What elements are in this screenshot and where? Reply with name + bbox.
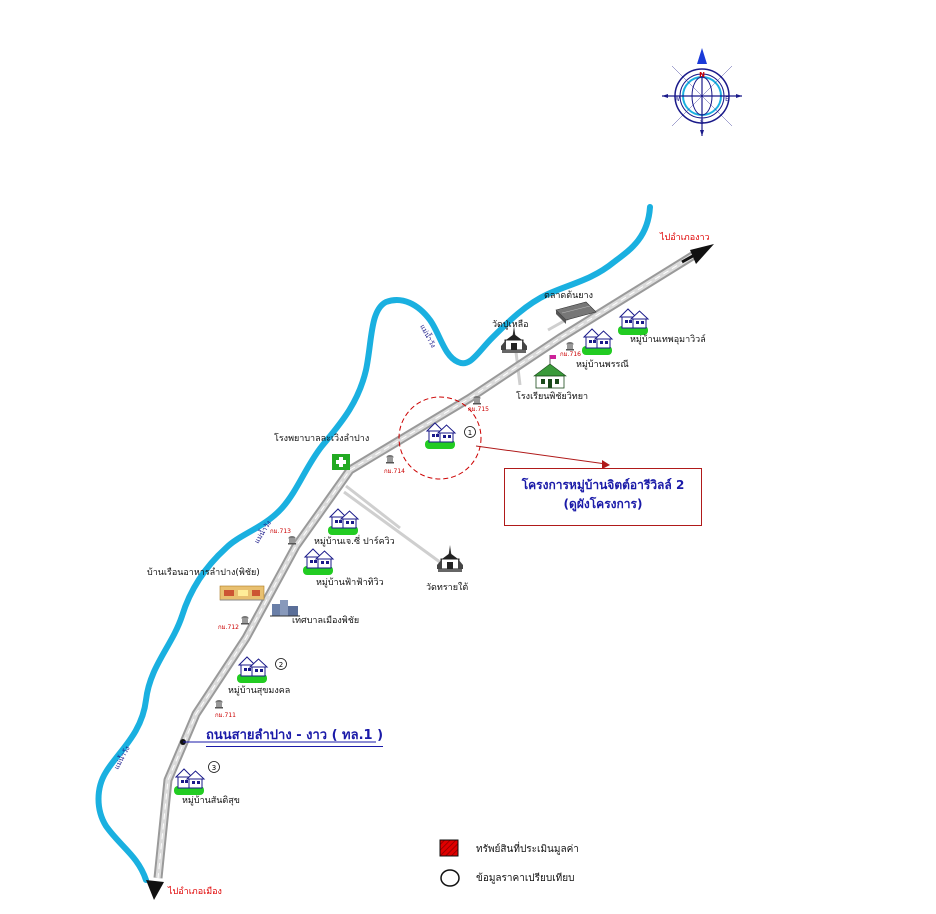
label-village-phon: หมู่บ้านพรรณี: [576, 360, 629, 370]
legend-subject-label: ทรัพย์สินที่ประเมินมูลค่า: [476, 844, 579, 855]
house-icon-fa: [302, 548, 334, 576]
km-label-713: กม.713: [270, 528, 291, 535]
temple-icon-sai: [436, 544, 464, 573]
label-village-san: หมู่บ้านสันติสุข: [182, 796, 240, 806]
km-label-711: กม.711: [215, 712, 236, 719]
label-municipality: เทศบาลเมืองพิชัย: [292, 616, 360, 626]
label-wat-sai: วัดทรายใต้: [426, 583, 469, 593]
km-post-icon-711: [215, 700, 223, 709]
compass-s: S: [700, 119, 704, 126]
label-hospital: โรงพยาบาลละเวิงลำปาง: [274, 434, 370, 444]
label-village-thep: หมู่บ้านเทพอุมาวิวล์: [630, 335, 706, 345]
km-post-icon-713: [288, 536, 296, 545]
road-title: ถนนสายลำปาง - งาว ( ทล.1 ): [206, 724, 384, 747]
main-road-centerline: [157, 254, 695, 879]
main-road-inner: [155, 252, 696, 879]
destination-northeast: ไปอำเภองาว: [660, 233, 710, 243]
house-icon-thep: [617, 308, 649, 336]
site-3-circle: [208, 761, 220, 773]
label-wat-pu-luea: วัดปู่เหลือ: [492, 320, 529, 330]
project-title: โครงการหมู่บ้านจิตต์อารีวิลล์ 2: [521, 478, 685, 492]
project-box: โครงการหมู่บ้านจิตต์อารีวิลล์ 2 (ดูผังโค…: [504, 468, 702, 526]
arrow-southwest-icon: [146, 880, 164, 900]
side-road-east: [343, 490, 449, 570]
house-icon-suk: [236, 656, 268, 684]
compass-w: W: [674, 96, 680, 103]
km-label-712: กม.712: [218, 624, 239, 631]
project-subtitle: (ดูผังโครงการ): [563, 497, 643, 511]
arrow-northeast-icon: [690, 244, 714, 264]
market-icon: [555, 301, 597, 324]
km-post-icon-712: [241, 616, 249, 625]
site-2-number: 2: [279, 661, 283, 669]
site-1-circle: [464, 426, 476, 438]
label-market: ตลาดต้นยาง: [544, 291, 593, 301]
legend-comparable-symbol: [440, 869, 460, 887]
compass-e: E: [725, 96, 729, 103]
km-post-icon-714: [386, 455, 394, 464]
label-village-fa: หมู่บ้านฟ้าฟ้าทิวิว: [316, 578, 384, 588]
site-3-number: 3: [212, 764, 216, 772]
km-label-715: กม.715: [468, 406, 489, 413]
destination-southwest: ไปอำเภอเมือง: [168, 887, 222, 897]
main-road: [153, 251, 697, 879]
food-shop-icon: [219, 585, 265, 601]
legend-subject-swatch: [439, 839, 459, 857]
project-leader-line: [475, 445, 607, 465]
legend-comparable-label: ข้อมูลราคาเปรียบเทียบ: [476, 873, 575, 884]
leader-arrow-icon: [602, 460, 610, 469]
side-road-branch: [345, 484, 401, 530]
site-1-number: 1: [468, 429, 472, 437]
km-post-icon-716: [566, 342, 574, 351]
label-school: โรงเรียนพิชัยวิทยา: [516, 392, 589, 402]
label-food-shop: บ้านเรือนอาหารลำปาง(พิชัย): [147, 568, 260, 578]
house-icon-san: [173, 768, 205, 796]
compass-n: N: [699, 71, 705, 79]
km-label-714: กม.714: [384, 468, 405, 475]
municipality-icon: [270, 600, 300, 617]
km-label-716: กม.716: [560, 351, 581, 358]
river: [95, 204, 653, 883]
compass-icon: [662, 48, 742, 136]
label-village-js: หมู่บ้านเจ.ซี่ ปาร์ควิว: [314, 537, 395, 547]
school-icon: [533, 355, 567, 389]
subject-area-circle: [398, 396, 482, 480]
hospital-icon: [332, 454, 350, 470]
site-2-circle: [275, 658, 287, 670]
house-icon-phon: [581, 328, 613, 356]
km-post-icon-715: [473, 396, 481, 405]
house-icon-js: [327, 508, 359, 536]
label-village-suk: หมู่บ้านสุขมงคล: [228, 686, 291, 696]
